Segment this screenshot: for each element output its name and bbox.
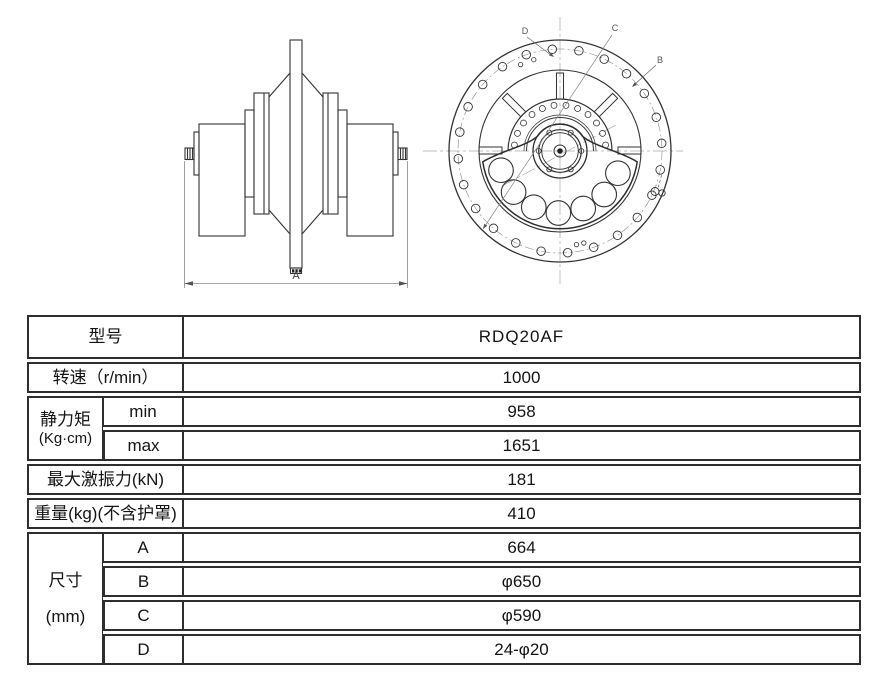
weight-value-cell: 410 <box>183 498 861 529</box>
cone-rim-right <box>322 92 339 215</box>
dimensions-label-cell: 尺寸 (mm) <box>27 532 103 665</box>
dim-key-a-cell: A <box>103 532 183 563</box>
max-force-value-cell: 181 <box>183 464 861 495</box>
model-value-cell: RDQ20AF <box>183 315 861 359</box>
static-moment-label-cell: 静力矩 (Kg·cm) <box>27 396 103 461</box>
speed-value-cell: 1000 <box>183 362 861 393</box>
min-value-cell: 958 <box>183 396 861 427</box>
hole-label-d: D <box>522 26 529 36</box>
dim-key-b-cell: B <box>103 566 183 597</box>
dimensions-label-line2: (mm) <box>45 606 86 626</box>
flange-plate <box>289 39 303 269</box>
step-right <box>337 109 348 198</box>
band-bolt-holes <box>511 102 610 149</box>
bolt-circle <box>457 48 663 254</box>
table-row: max 1651 <box>27 430 861 461</box>
housing-left <box>198 123 246 237</box>
dim-key-d-cell: D <box>103 634 183 665</box>
dim-key-c-cell: C <box>103 600 183 631</box>
eccentric-weight <box>481 123 639 230</box>
dim-value-a-cell: 664 <box>183 532 861 563</box>
table-row: C φ590 <box>27 600 861 631</box>
table-row: 尺寸 (mm) A 664 <box>27 532 861 665</box>
static-moment-label-line2: (Kg·cm) <box>38 429 93 447</box>
housing-right <box>346 123 394 237</box>
ribs <box>478 72 642 155</box>
flange-bolt-holes <box>453 44 667 258</box>
grease-fitting <box>289 267 303 275</box>
centerlines <box>423 17 683 287</box>
dimension-label-a: A <box>292 270 300 282</box>
table-row: 重量(kg)(不含护罩) 410 <box>27 498 861 529</box>
table-row: B φ650 <box>27 566 861 597</box>
small-aux-holes <box>518 57 587 248</box>
plug-feature <box>650 174 666 197</box>
front-view-drawing: D C B <box>423 17 683 287</box>
min-label-cell: min <box>103 396 183 427</box>
max-force-label-cell: 最大激振力(kN) <box>27 464 183 495</box>
circle-label-b: B <box>657 55 663 65</box>
max-value-cell: 1651 <box>183 430 861 461</box>
step-left <box>244 109 255 198</box>
side-view-drawing: A <box>184 39 408 288</box>
cone-rim-left <box>253 92 270 215</box>
grease-fitting-bolts <box>292 269 302 273</box>
exciter-side-profile <box>184 39 408 275</box>
leaders <box>482 34 657 230</box>
dimensions-label-line1: 尺寸 <box>48 571 83 591</box>
dim-value-d-cell: 24-φ20 <box>183 634 861 665</box>
outer-flange-circle <box>448 39 672 263</box>
dim-value-b-cell: φ650 <box>183 566 861 597</box>
model-label-cell: 型号 <box>27 315 183 359</box>
weight-lightening-holes <box>488 157 631 226</box>
hub-center-dot <box>557 148 563 154</box>
table-row: D 24-φ20 <box>27 634 861 665</box>
dim-value-c-cell: φ590 <box>183 600 861 631</box>
table-row: 型号 RDQ20AF <box>27 315 861 359</box>
static-moment-label-line1: 静力矩 <box>40 409 91 429</box>
speed-label-cell: 转速（r/min） <box>27 362 183 393</box>
spec-table: 型号 RDQ20AF 转速（r/min） 1000 静力矩 (Kg·cm) mi… <box>27 312 861 668</box>
table-row: 最大激振力(kN) 181 <box>27 464 861 495</box>
end-cap-left <box>193 131 200 176</box>
hub-collar-circle <box>532 123 588 179</box>
table-row: 转速（r/min） 1000 <box>27 362 861 393</box>
dimension-arrows <box>184 281 408 286</box>
weight-label-cell: 重量(kg)(不含护罩) <box>27 498 183 529</box>
circle-label-c: C <box>612 23 619 33</box>
dimension-lines <box>184 161 408 288</box>
max-label-cell: max <box>103 430 183 461</box>
end-cap-right <box>392 131 399 176</box>
table-row: 静力矩 (Kg·cm) min 958 <box>27 396 861 461</box>
